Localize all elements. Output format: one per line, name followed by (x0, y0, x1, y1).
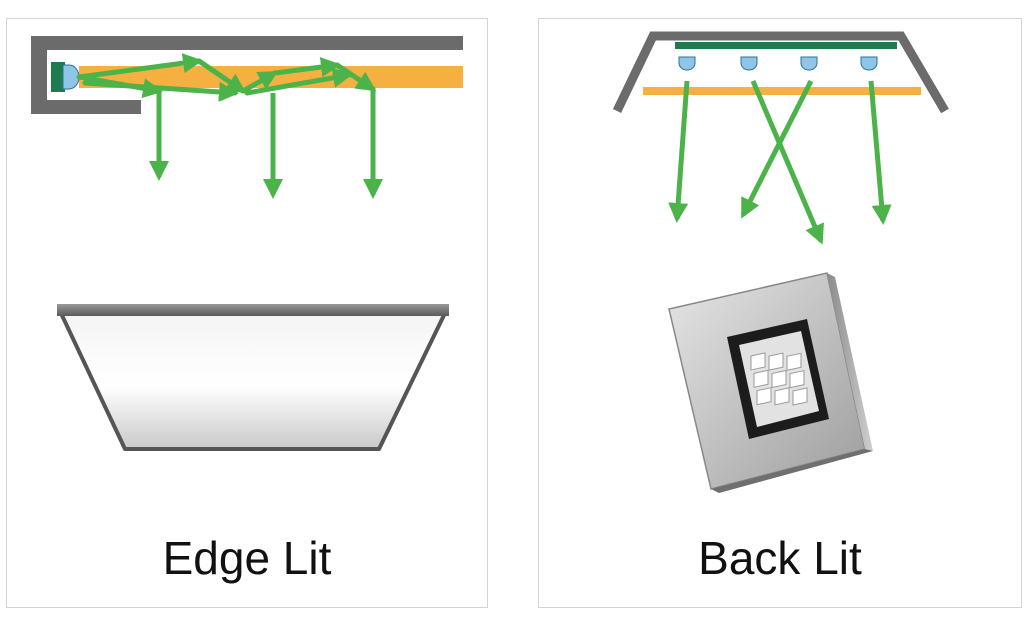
edge-lit-diagram (31, 36, 463, 451)
back-lit-fixture-illustration (668, 272, 873, 493)
back-led-icons (678, 56, 878, 71)
back-emitted-light-arrows (668, 79, 892, 245)
edge-lit-caption: Edge Lit (162, 532, 332, 584)
back-lit-diagram (612, 31, 949, 493)
back-lit-caption: Back Lit (698, 532, 862, 584)
back-diffuser (643, 87, 921, 95)
edge-reflection-arrows (76, 53, 377, 102)
back-lit-panel: Back Lit (538, 18, 1022, 608)
edge-lit-panel-illustration (57, 304, 449, 451)
edge-housing (31, 36, 463, 114)
edge-emitted-light-arrows (149, 89, 383, 199)
back-housing (612, 31, 949, 114)
edge-lit-panel: Edge Lit (6, 18, 488, 608)
edge-led-icon (51, 62, 80, 92)
back-led-strip (675, 42, 897, 49)
